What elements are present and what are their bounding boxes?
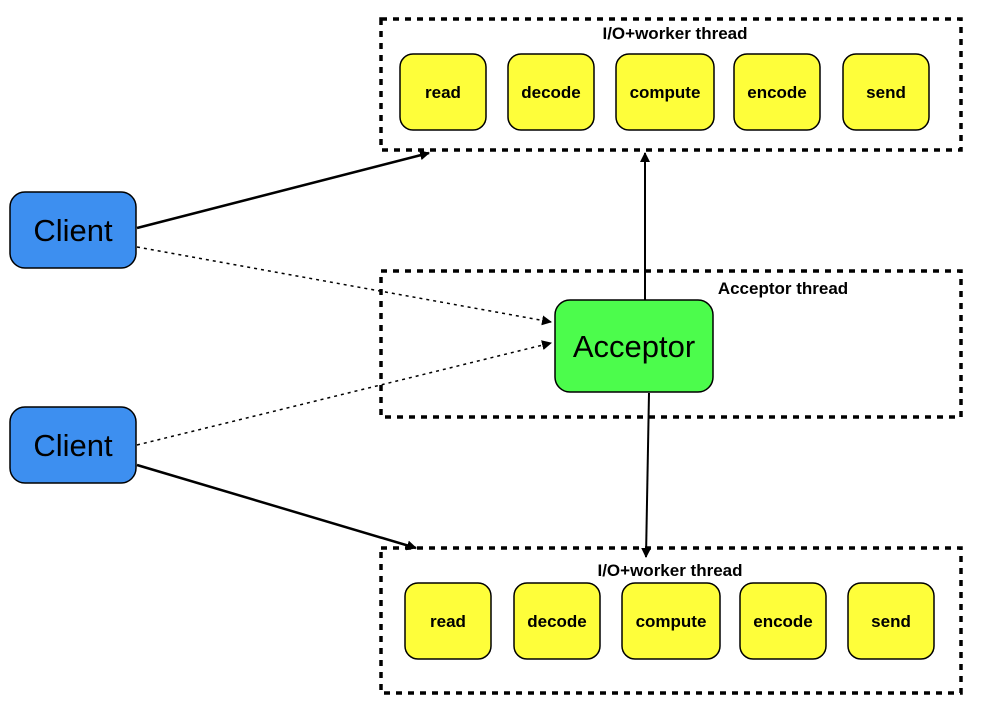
stage-read: read — [404, 582, 492, 660]
stage-read: read — [399, 53, 487, 131]
bottom-thread-border — [379, 546, 963, 695]
stage-decode-label: decode — [527, 612, 587, 631]
top-thread-title: I/O+worker thread — [602, 24, 747, 43]
stage-compute-label: compute — [636, 612, 707, 631]
stage-read-label: read — [430, 612, 466, 631]
bottom-io-worker-thread-group: I/O+worker thread read decode compute en… — [379, 546, 963, 695]
stage-send: send — [847, 582, 935, 660]
client-node-bottom: Client — [9, 406, 137, 484]
client-node-top: Client — [9, 191, 137, 269]
acceptor-thread-title: Acceptor thread — [718, 279, 848, 298]
top-thread-border — [379, 17, 963, 152]
stage-encode: encode — [733, 53, 821, 131]
client-bottom-label: Client — [33, 428, 113, 463]
stage-compute: compute — [621, 582, 721, 660]
client-top-to-acceptor-dotted-arrow — [136, 246, 552, 326]
stage-send-label: send — [866, 83, 906, 102]
stage-decode-label: decode — [521, 83, 581, 102]
connections — [136, 150, 652, 558]
stage-encode-label: encode — [753, 612, 813, 631]
client-top-label: Client — [33, 213, 113, 248]
stage-encode-label: encode — [747, 83, 807, 102]
stage-send: send — [842, 53, 930, 131]
bottom-thread-title: I/O+worker thread — [597, 561, 742, 580]
top-io-worker-thread-group: I/O+worker thread read decode compute en… — [379, 17, 963, 152]
acceptor-thread-group: Acceptor thread — [379, 269, 963, 419]
top-stage-list: read decode compute encode send — [399, 53, 930, 131]
client-bottom-to-bottom-thread-arrow — [136, 463, 417, 551]
bottom-stage-list: read decode compute encode send — [404, 582, 935, 660]
acceptor-thread-border — [379, 269, 963, 419]
stage-compute: compute — [615, 53, 715, 131]
stage-decode: decode — [513, 582, 601, 660]
stage-decode: decode — [507, 53, 595, 131]
stage-compute-label: compute — [630, 83, 701, 102]
stage-read-label: read — [425, 83, 461, 102]
acceptor-node: Acceptor — [554, 299, 714, 393]
client-bottom-to-acceptor-dotted-arrow — [136, 340, 552, 446]
stage-encode: encode — [739, 582, 827, 660]
client-top-to-top-thread-arrow — [136, 150, 430, 230]
acceptor-to-bottom-thread-arrow — [641, 392, 652, 558]
acceptor-label: Acceptor — [573, 329, 695, 364]
stage-send-label: send — [871, 612, 911, 631]
